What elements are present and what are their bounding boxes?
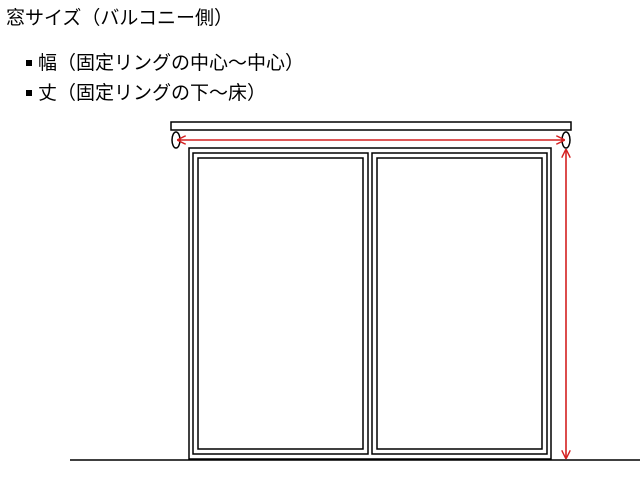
window-sash-right bbox=[371, 152, 548, 455]
measurement-width: 幅（固定リングの中心～中心） bbox=[26, 48, 304, 78]
measurement-height: 丈（固定リングの下～床） bbox=[26, 78, 304, 108]
bullet-icon bbox=[26, 60, 32, 66]
diagram-title: 窓サイズ（バルコニー側） bbox=[6, 7, 234, 29]
curtain-rail bbox=[170, 121, 572, 131]
window-sash-left bbox=[192, 152, 369, 455]
window-glass-right bbox=[376, 157, 543, 450]
measurement-list: 幅（固定リングの中心～中心） 丈（固定リングの下～床） bbox=[26, 48, 304, 108]
bullet-icon bbox=[26, 90, 32, 96]
window-glass-left bbox=[197, 157, 364, 450]
measurement-width-label: 幅（固定リングの中心～中心） bbox=[38, 52, 305, 74]
measurement-height-label: 丈（固定リングの下～床） bbox=[38, 82, 267, 104]
